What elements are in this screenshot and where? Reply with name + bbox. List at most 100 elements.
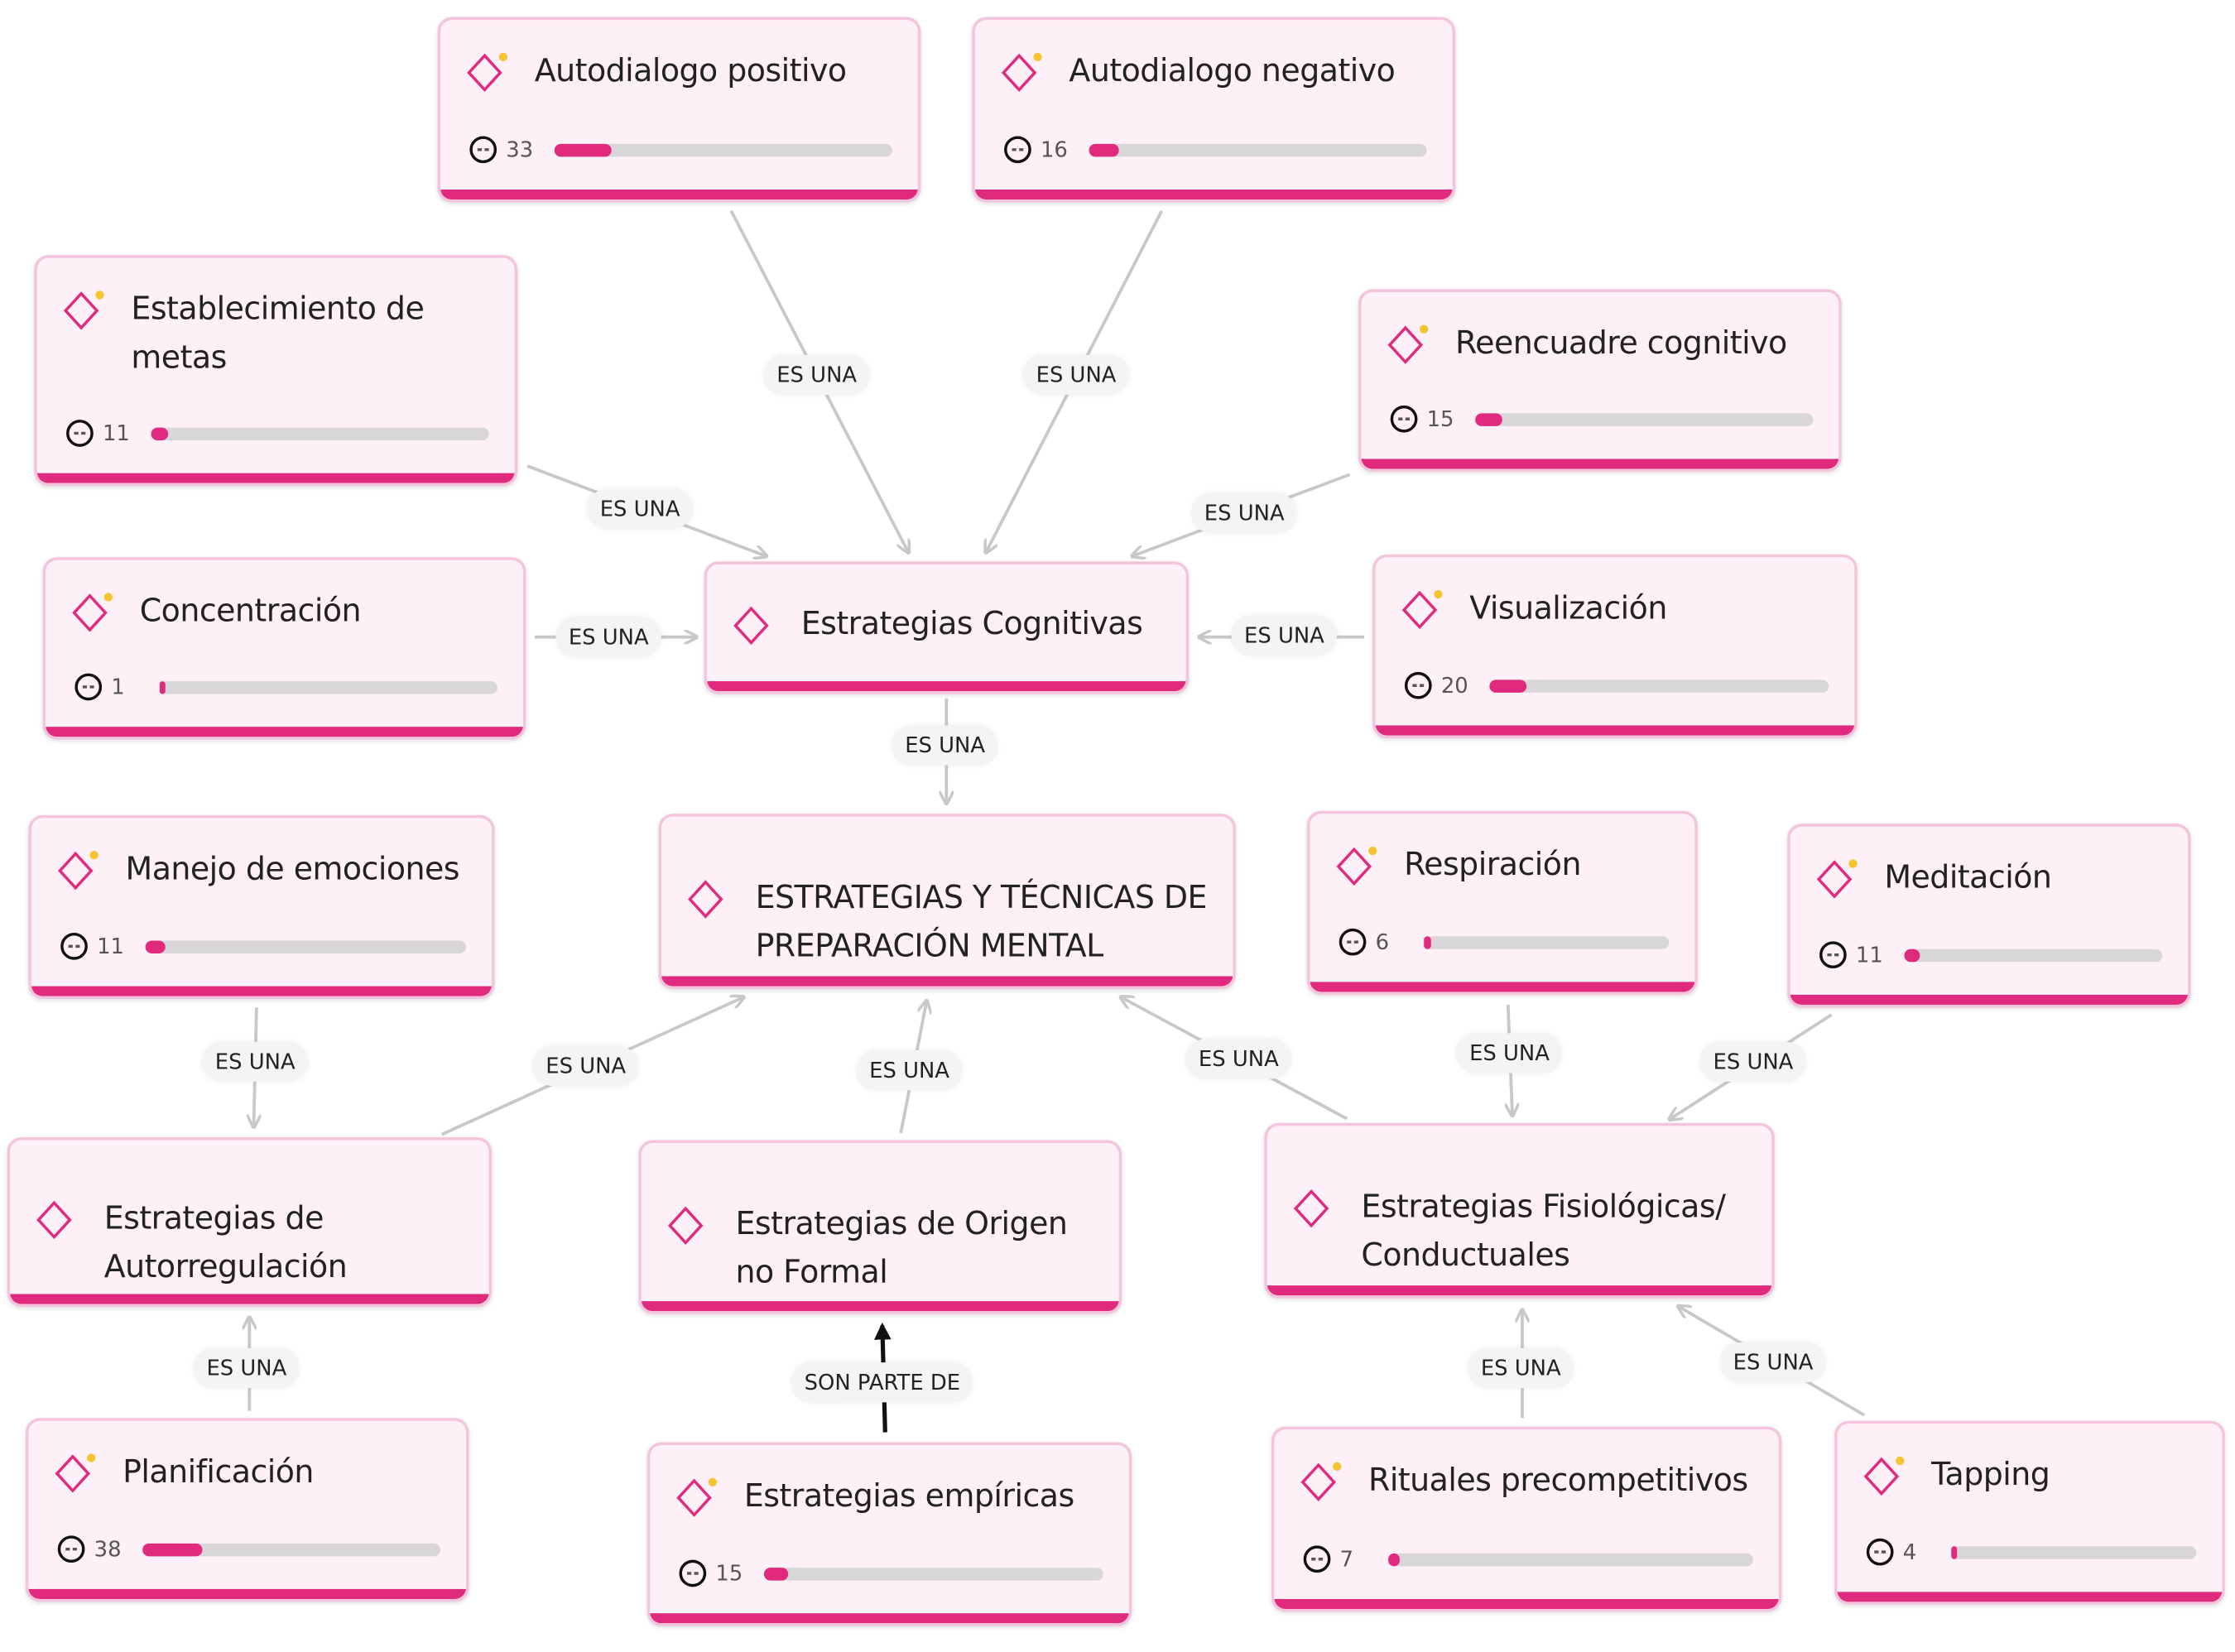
edge-label[interactable]: ES UNA [555,617,662,657]
concept-node[interactable]: Estrategias de Origen no Formal [638,1140,1122,1314]
node-title: Respiración [1404,848,1581,884]
concept-node[interactable]: Estrategias Fisiológicas/ Conductuales [1264,1122,1775,1299]
concept-node[interactable]: ESTRATEGIAS Y TÉCNICAS DE PREPARACIÓN ME… [658,814,1236,989]
node-title: Autodialogo negativo [1069,54,1396,90]
comment-icon [1303,1545,1331,1573]
edge-label[interactable]: ES UNA [1700,1041,1806,1082]
concept-node[interactable]: Estrategias de Autorregulación [7,1137,493,1307]
comment-icon [679,1559,707,1587]
node-accent-bar [1266,1285,1772,1296]
badge-dot-icon [498,52,507,62]
progress-bar [1489,679,1829,692]
node-accent-bar [974,190,1453,200]
progress-bar [1475,412,1814,425]
node-title: Concentración [139,594,362,631]
node-stats: 15 [1390,403,1814,435]
comment-icon [74,673,103,701]
edge-label[interactable]: ES UNA [1720,1342,1826,1383]
badge-dot-icon [1368,846,1377,856]
comment-icon [1004,136,1031,164]
badge-dot-icon [1434,589,1443,599]
concept-node[interactable]: Autodialogo negativo 16 [972,17,1456,203]
edge-label[interactable]: ES UNA [1191,492,1298,533]
concept-node[interactable]: Autodialogo positivo 33 [437,17,921,203]
concept-node[interactable]: Visualización 20 [1372,554,1858,738]
diamond-icon [467,52,507,93]
concept-node[interactable]: Tapping 4 [1834,1420,2225,1605]
node-title: Rituales precompetitivos [1368,1463,1748,1500]
node-title: Estrategias de Origen no Formal [735,1206,1068,1291]
progress-fill [554,143,613,156]
node-title: Autodialogo positivo [534,54,847,90]
edge-label[interactable]: ES UNA [892,725,998,766]
edge-label[interactable]: ES UNA [1185,1039,1292,1079]
node-count: 38 [94,1536,122,1563]
diamond-icon [667,1205,704,1245]
comment-icon [1819,941,1847,969]
edge-label[interactable]: SON PARTE DE [791,1362,973,1403]
diamond-icon [1293,1189,1329,1228]
node-count: 11 [97,933,124,959]
progress-fill [763,1567,788,1580]
badge-dot-icon [1332,1462,1342,1472]
progress-bar [1089,143,1427,156]
comment-icon [1339,928,1367,956]
node-count: 16 [1040,137,1068,163]
progress-fill [1951,1545,1958,1558]
diamond-icon [1401,589,1443,630]
diamond-icon [733,606,769,646]
node-accent-bar [650,1613,1129,1624]
badge-dot-icon [103,593,113,602]
concept-node[interactable]: Rituales precompetitivos 7 [1271,1426,1782,1612]
concept-node[interactable]: Concentración 1 [42,557,526,740]
diamond-icon [55,1453,96,1493]
concept-node[interactable]: Estrategias Cognitivas [704,561,1190,694]
edge-label[interactable]: ES UNA [1231,615,1338,656]
node-count: 15 [715,1560,743,1587]
edge-label[interactable]: ES UNA [763,354,870,395]
node-stats: 6 [1339,926,1670,958]
diamond-icon [57,850,99,891]
concept-node[interactable]: Establecimiento de metas 11 [34,255,518,487]
edge-label[interactable]: ES UNA [202,1041,309,1082]
node-accent-bar [1274,1598,1779,1610]
edge-label[interactable]: ES UNA [1468,1347,1574,1389]
concept-node[interactable]: Planificación 38 [25,1418,469,1602]
node-stats: 11 [60,930,467,962]
concept-node[interactable]: Respiración 6 [1306,810,1698,995]
node-stats: 11 [1819,939,2163,971]
node-title: Manejo de emociones [125,852,460,888]
diamond-icon [1863,1456,1905,1496]
badge-dot-icon [1033,52,1042,62]
edge-label[interactable]: ES UNA [193,1347,300,1389]
concept-node[interactable]: Manejo de emociones 11 [28,814,495,1000]
edge-label[interactable]: ES UNA [1023,354,1129,395]
concept-node[interactable]: Estrategias empíricas 15 [646,1442,1132,1626]
node-title: Establecimiento de metas [131,291,425,377]
node-title: Meditación [1884,861,2052,897]
progress-fill [151,426,168,440]
node-accent-bar [28,1588,467,1599]
concept-node[interactable]: Reencuadre cognitivo 15 [1358,289,1842,472]
diamond-icon [1001,52,1042,93]
comment-icon [1404,671,1432,699]
badge-dot-icon [1848,859,1858,868]
comment-icon [66,420,94,447]
edge-label[interactable]: ES UNA [1456,1033,1563,1073]
node-title: Estrategias empíricas [743,1479,1074,1515]
node-stats: 15 [679,1558,1103,1589]
diamond-icon [676,1477,718,1517]
concept-node[interactable]: Meditación 11 [1787,824,2191,1008]
node-stats: 33 [469,134,892,166]
progress-fill [142,1542,203,1556]
node-count: 20 [1440,672,1468,699]
edge-label[interactable]: ES UNA [587,488,694,529]
node-accent-bar [641,1301,1119,1312]
node-stats: 11 [65,418,489,449]
node-accent-bar [1790,994,2189,1005]
edge-label[interactable]: ES UNA [532,1045,639,1087]
edge-label[interactable]: ES UNA [856,1050,963,1091]
progress-fill [1489,679,1527,692]
progress-fill [145,939,165,953]
node-stats: 1 [74,671,497,703]
